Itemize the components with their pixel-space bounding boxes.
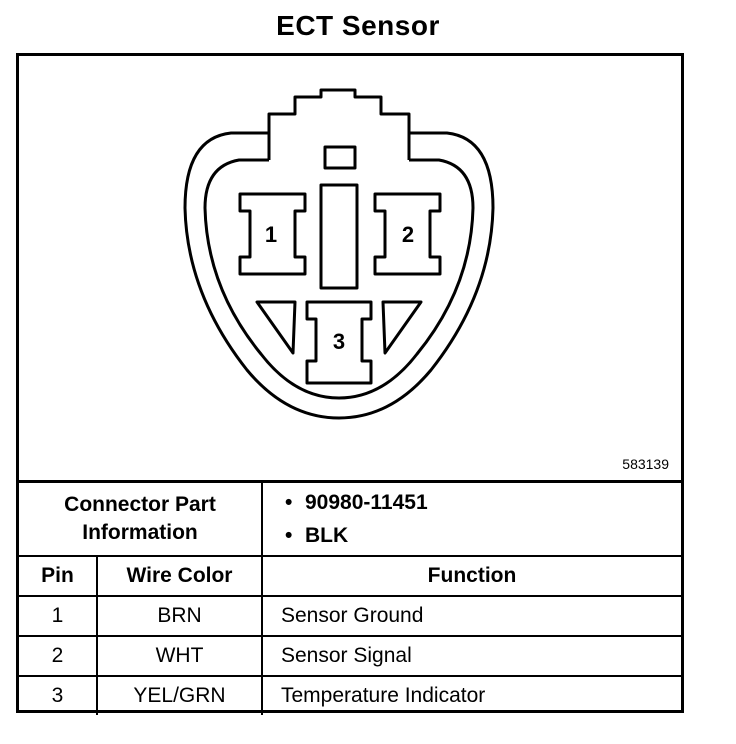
table-row: 2 WHT Sensor Signal (19, 635, 681, 677)
pin-3-cavity (305, 300, 373, 385)
center-divider (319, 183, 359, 290)
pin-label-1: 1 (265, 222, 277, 247)
left-triangle-slot (255, 300, 297, 355)
header-wire-color: Wire Color (96, 555, 263, 597)
row-3-wire-color: YEL/GRN (96, 675, 263, 715)
row-1-wire-color: BRN (96, 595, 263, 637)
figure-number: 583139 (622, 456, 669, 472)
header-function: Function (261, 555, 681, 597)
row-1-function: Sensor Ground (261, 595, 681, 637)
connector-part-number: 90980-11451 (285, 486, 681, 519)
row-2-wire-color: WHT (96, 635, 263, 677)
row-1-pin: 1 (19, 595, 98, 637)
pin-1-cavity (238, 192, 307, 276)
connector-top-key (267, 88, 411, 160)
pin-2-cavity (373, 192, 442, 276)
connector-inner-shell (203, 158, 475, 400)
pin-label-3: 3 (333, 329, 345, 354)
connector-face-drawing: 1 2 3 (183, 88, 495, 420)
row-3-pin: 3 (19, 675, 98, 715)
right-triangle-slot (381, 300, 423, 355)
table-header-row: Pin Wire Color Function (19, 555, 681, 597)
page-title: ECT Sensor (276, 10, 440, 41)
row-2-pin: 2 (19, 635, 98, 677)
connector-info-frame: 1 2 3 583139 Connector Part Information … (16, 53, 684, 715)
key-slot (323, 145, 357, 170)
connector-color: BLK (285, 519, 681, 552)
row-3-function: Temperature Indicator (261, 675, 681, 715)
connector-outer-shell (183, 131, 495, 420)
connector-part-row: Connector Part Information 90980-11451 B… (19, 483, 681, 557)
row-2-function: Sensor Signal (261, 635, 681, 677)
connector-label-line1: Connector Part (64, 493, 216, 516)
pin-label-2: 2 (402, 222, 414, 247)
table-row: 1 BRN Sensor Ground (19, 595, 681, 637)
connector-part-label: Connector Part Information (19, 483, 263, 557)
header-pin: Pin (19, 555, 98, 597)
connector-diagram: 1 2 3 583139 (19, 56, 681, 483)
connector-label-line2: Information (82, 521, 198, 544)
pinout-table: Connector Part Information 90980-11451 B… (19, 483, 681, 715)
connector-part-values: 90980-11451 BLK (261, 483, 681, 557)
table-row: 3 YEL/GRN Temperature Indicator (19, 675, 681, 715)
